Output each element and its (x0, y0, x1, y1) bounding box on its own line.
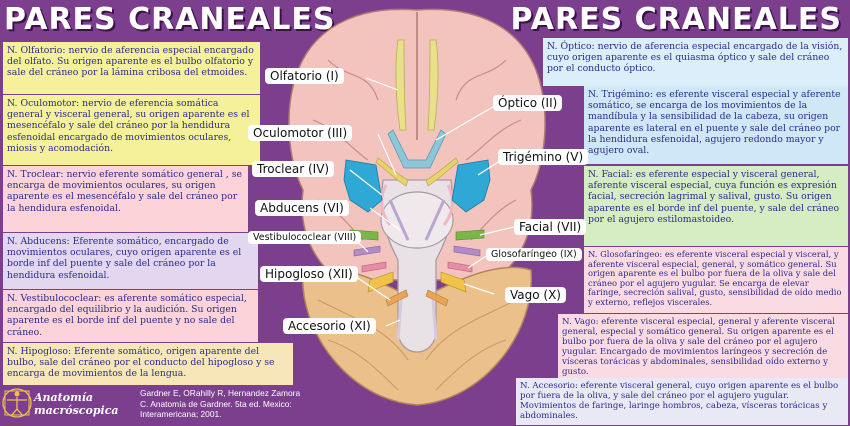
label-hipogloso: Hipogloso (XII) (260, 266, 358, 282)
logo: Anatomía macróscopica (2, 385, 130, 425)
box-vestibulococlear: N. Vestibulococlear: es aferente somátic… (3, 290, 258, 342)
label-accesorio: Accesorio (XI) (283, 318, 376, 334)
title-right: PARES CRANEALES (510, 2, 842, 37)
box-oculomotor: N. Oculomotor: nervio de eferencia somát… (3, 95, 260, 165)
brain-diagram (288, 8, 546, 406)
box-hipogloso: N. Hipogloso: Eferente somático, origen … (3, 343, 293, 385)
label-optico: Óptico (II) (493, 95, 563, 111)
label-facial: Facial (VII) (514, 219, 587, 235)
vitruvian-man-icon (2, 388, 32, 418)
label-oculomotor: Oculomotor (III) (248, 125, 353, 141)
box-accesorio: N. Accesorio: eferente visceral general,… (516, 378, 848, 425)
box-trigemino: N. Trigémino: es eferente visceral espec… (584, 86, 848, 164)
box-optico: N. Óptico: nervio de aferencia especial … (543, 38, 848, 86)
hypoglossal-nerve (385, 289, 449, 307)
label-trigemino: Trigémino (V) (498, 149, 589, 165)
box-vago: N. Vago: eferente visceral especial, gen… (558, 314, 848, 378)
label-vago: Vago (X) (505, 287, 566, 303)
vagus-nerve (367, 271, 467, 293)
box-abducens: N. Abducens: Eferente somático, encargad… (3, 233, 258, 289)
label-abducens: Abducens (VI) (255, 200, 349, 216)
olfactory-nerve (395, 39, 439, 131)
oculomotor-nerve (375, 157, 459, 187)
box-facial: N. Facial: es eferente especial y viscer… (584, 166, 848, 246)
trigeminal-nerve (343, 159, 491, 213)
label-glosofaringeo: Glosofaríngeo (IX) (486, 248, 582, 261)
logo-line2: macróscopica (34, 404, 119, 417)
title-left: PARES CRANEALES (4, 2, 336, 37)
trochlear-nerve (380, 184, 454, 226)
label-vestibulococlear: Vestibulococlear (VIII) (248, 231, 362, 244)
pons (380, 191, 454, 249)
label-troclear: Troclear (IV) (252, 161, 335, 177)
vestibulocochlear-nerve (353, 245, 481, 257)
box-glosofaringeo: N. Glosofaríngeo: es eferente visceral e… (584, 247, 848, 313)
logo-line1: Anatomía (34, 391, 94, 404)
box-olfatorio: N. Olfatorio: nervio de aferencia especi… (3, 42, 260, 94)
box-troclear: N. Troclear: nervio eferente somático ge… (3, 166, 248, 232)
label-olfatorio: Olfatorio (I) (265, 68, 344, 84)
abducens-nerve (388, 199, 446, 241)
glossopharyngeal-nerve (361, 261, 473, 273)
reference-text: Gardner E, ORahilly R, Hernandez Zamora … (140, 388, 301, 419)
